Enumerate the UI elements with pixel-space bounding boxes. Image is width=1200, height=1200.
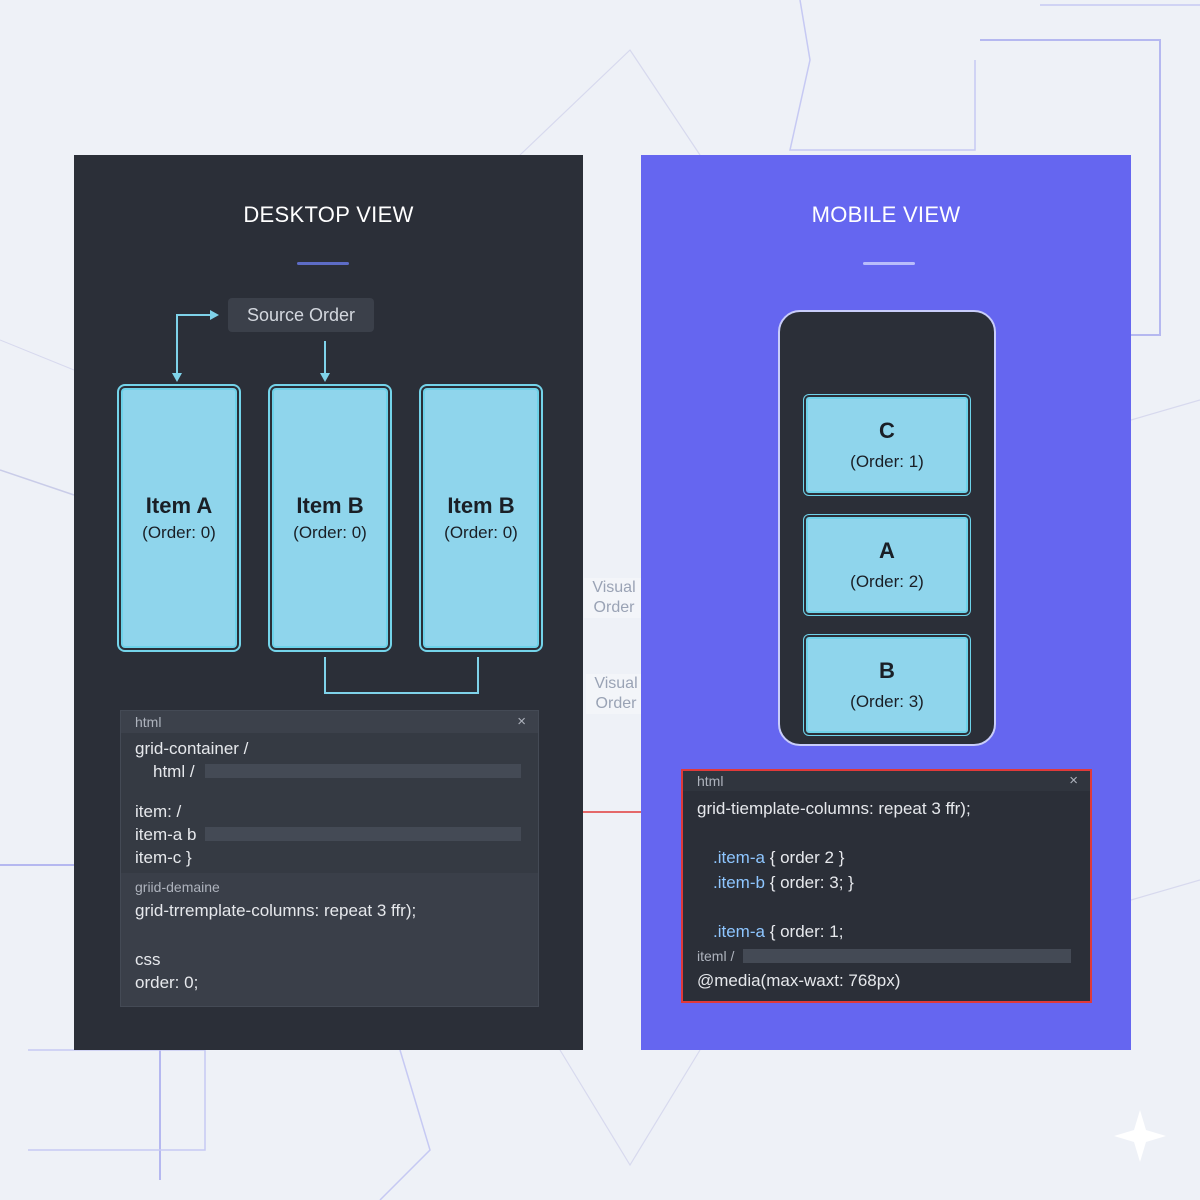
mobile-title-underline — [863, 262, 915, 265]
css-body: { order: 3; } — [769, 873, 854, 892]
item-name: Item B — [296, 493, 364, 518]
code-tab-label: html — [697, 773, 724, 789]
item-order: (Order: 2) — [850, 572, 924, 591]
placeholder-bar — [205, 827, 521, 841]
item-name: A — [879, 538, 895, 563]
code-tab[interactable]: html × — [683, 771, 1090, 791]
desktop-item-a: Item A (Order: 0) — [121, 388, 237, 648]
item-name: B — [879, 658, 895, 683]
item-name: Item B — [447, 493, 515, 518]
code-line: grid-tiemplate-columns: repeat 3 ffr); — [697, 799, 971, 818]
desktop-title-underline — [297, 262, 349, 265]
css-label: css — [135, 950, 161, 969]
visual-order-label-bottom: Visual Order — [586, 674, 646, 714]
mobile-item-a: A (Order: 2) — [806, 517, 968, 613]
css-body: { order: 1; — [769, 922, 844, 941]
code-line: grid-trremplate-columns: repeat 3 ffr); — [135, 901, 417, 920]
css-selector: .item-b — [713, 873, 765, 892]
css-selector: .item-a — [713, 922, 765, 941]
code-sub-section: griid-demaine grid-trremplate-columns: r… — [121, 873, 538, 1006]
code-rule: .item-a { order 2 } — [713, 848, 844, 868]
desktop-panel: DESKTOP VIEW Source Order Item A (Order:… — [74, 155, 583, 1050]
placeholder-bar — [743, 949, 1071, 963]
item-name: Item A — [145, 493, 213, 518]
item-name: C — [879, 418, 895, 443]
item-order: (Order: 0) — [444, 523, 518, 542]
css-body: { order 2 } — [769, 848, 845, 867]
mobile-item-b: B (Order: 3) — [806, 637, 968, 733]
code-line: item: / — [135, 802, 182, 821]
phone-frame: C (Order: 1) A (Order: 2) B (Order: 3) — [778, 310, 996, 746]
code-line: grid-container / — [135, 739, 249, 758]
item-order: (Order: 3) — [850, 692, 924, 711]
code-line: item-a b — [135, 825, 197, 844]
item-order: (Order: 0) — [142, 523, 216, 542]
code-line: @media(max-waxt: 768px) — [697, 971, 901, 990]
close-icon[interactable]: × — [517, 713, 526, 730]
code-sub-label: griid-demaine — [135, 879, 220, 895]
code-rule: .item-a { order: 1; — [713, 922, 843, 942]
code-tab[interactable]: html × — [121, 711, 538, 733]
mobile-title: MOBILE VIEW — [811, 202, 961, 227]
item-order: (Order: 0) — [293, 523, 367, 542]
code-rule: .item-b { order: 3; } — [713, 873, 854, 893]
mobile-panel: MOBILE VIEW C (Order: 1) A (Order: 2) B … — [641, 155, 1131, 1050]
close-icon[interactable]: × — [1069, 772, 1078, 789]
desktop-title: DESKTOP VIEW — [243, 202, 414, 227]
mobile-item-c: C (Order: 1) — [806, 397, 968, 493]
code-line: item-c } — [135, 848, 192, 867]
desktop-item-b-2: Item B (Order: 0) — [423, 388, 539, 648]
item-order: (Order: 1) — [850, 452, 924, 471]
code-tab-label: html — [135, 714, 162, 730]
desktop-code-box: html × grid-container / html / item: / i… — [120, 710, 539, 1007]
source-order-label: Source Order — [228, 298, 374, 332]
css-selector: .item-a — [713, 848, 765, 867]
desktop-item-b: Item B (Order: 0) — [272, 388, 388, 648]
code-line: order: 0; — [135, 973, 199, 992]
code-line: html / — [153, 762, 195, 781]
mobile-code-box: html × grid-tiemplate-columns: repeat 3 … — [681, 769, 1092, 1003]
visual-order-label-top: Visual Order — [584, 578, 644, 618]
code-line: iteml / — [697, 948, 735, 964]
placeholder-bar — [205, 764, 521, 778]
